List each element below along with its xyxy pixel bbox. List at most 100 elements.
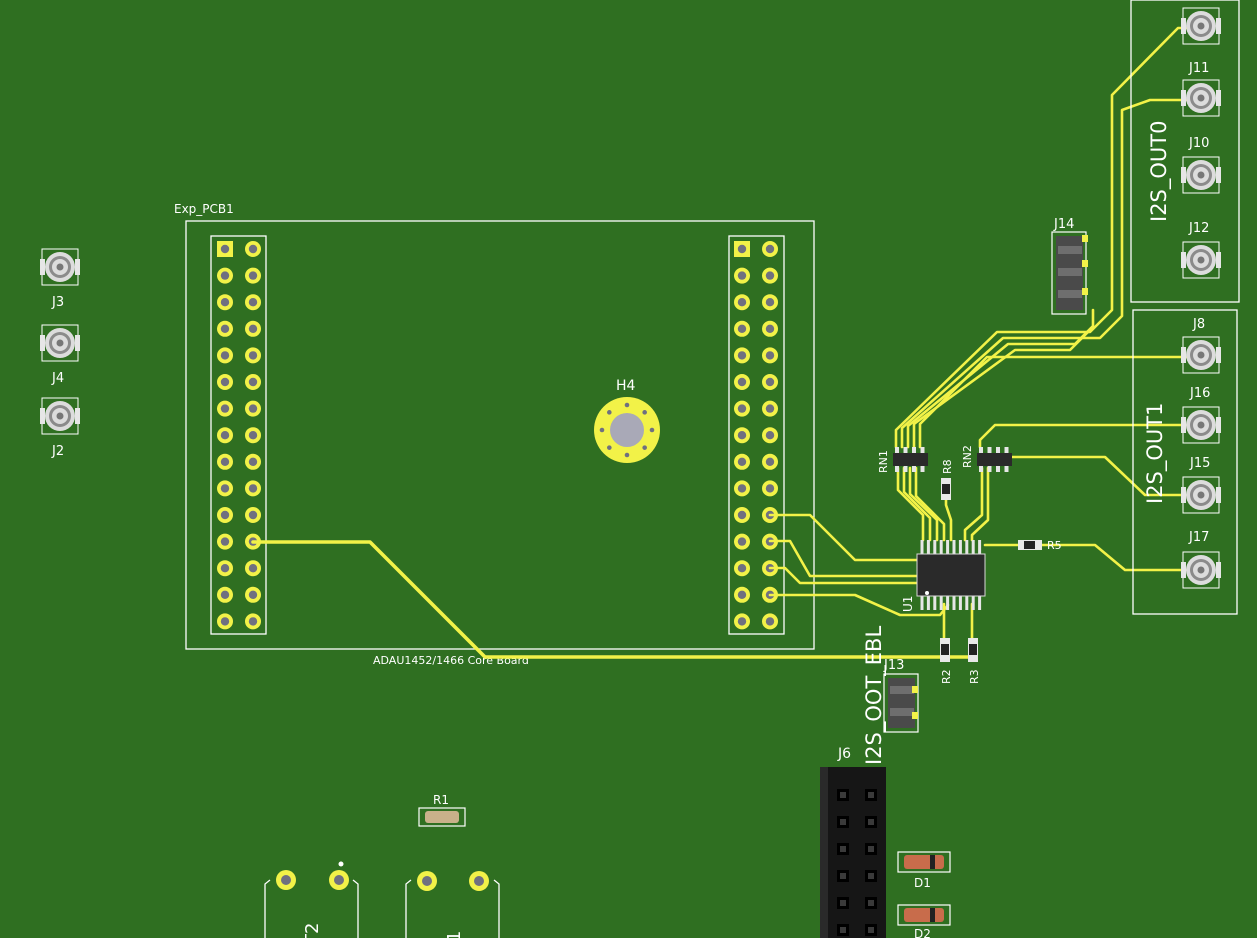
d2-label: D2 [914, 927, 931, 938]
header-pin[interactable] [245, 480, 261, 497]
header-pin[interactable] [217, 613, 233, 630]
header-pin[interactable] [734, 586, 750, 603]
header-pin[interactable] [734, 374, 750, 390]
r1-label: R1 [433, 793, 449, 807]
header-pin[interactable] [734, 560, 750, 577]
header-pin[interactable] [217, 507, 233, 523]
j16-label: J16 [1189, 386, 1210, 401]
footprint-1-partial[interactable]: 1 [405, 871, 500, 938]
header-pin[interactable] [762, 427, 778, 444]
header-pin[interactable] [762, 400, 778, 417]
rf-connector[interactable] [1181, 156, 1221, 194]
header-pin[interactable] [217, 586, 233, 603]
r5-label: R5 [1047, 539, 1062, 552]
left-pin-header[interactable] [217, 241, 261, 630]
header-pin[interactable] [762, 320, 778, 337]
header-pin[interactable] [245, 453, 261, 470]
rf-connector[interactable] [1181, 336, 1221, 374]
header-j14[interactable]: J14 [1051, 217, 1088, 315]
header-pin[interactable] [734, 347, 750, 364]
rf-connectors[interactable] [40, 7, 1221, 589]
header-pin[interactable] [217, 374, 233, 390]
header-pin[interactable] [734, 427, 750, 444]
header-pin[interactable] [245, 241, 261, 257]
resistor-network-rn1[interactable]: RN1 [877, 447, 928, 473]
header-pin[interactable] [734, 267, 750, 284]
header-pin[interactable] [762, 267, 778, 284]
j4-label: J4 [51, 371, 64, 386]
j15-label: J15 [1189, 456, 1210, 471]
header-pin[interactable] [734, 613, 750, 630]
resistor-r5[interactable]: R5 [1018, 539, 1062, 552]
header-pin[interactable] [217, 480, 233, 497]
rf-connector[interactable] [40, 248, 80, 286]
header-pin[interactable] [245, 400, 261, 417]
header-pin[interactable] [245, 613, 261, 630]
ic-u1[interactable]: U1 [901, 540, 986, 612]
header-pin[interactable] [762, 294, 778, 311]
diode-d2[interactable]: D2 [897, 904, 951, 938]
j3-label: J3 [51, 295, 64, 310]
header-pin[interactable] [734, 453, 750, 470]
header-pin[interactable] [762, 453, 778, 470]
header-pin[interactable] [217, 453, 233, 470]
resistor-r3[interactable]: R3 [968, 638, 981, 684]
header-pin[interactable] [217, 533, 233, 550]
rf-connector[interactable] [40, 397, 80, 435]
header-pin[interactable] [762, 241, 778, 257]
footprint-1-label: 1 [444, 931, 465, 938]
header-pin[interactable] [734, 507, 750, 523]
rf-connector[interactable] [40, 324, 80, 362]
header-pin[interactable] [217, 320, 233, 337]
resistor-r8[interactable]: R8 [941, 459, 954, 500]
header-pin[interactable] [734, 400, 750, 417]
header-j6[interactable]: J6 [820, 746, 886, 938]
rf-connector[interactable] [1181, 551, 1221, 589]
header-pin[interactable] [245, 427, 261, 444]
header-pin[interactable] [217, 347, 233, 364]
header-pin[interactable] [734, 320, 750, 337]
header-pin[interactable] [762, 374, 778, 390]
header-pin[interactable] [762, 613, 778, 630]
header-pin[interactable] [245, 294, 261, 311]
i2s-oot-ebl-label: I2S_OOT_EBL [862, 626, 887, 765]
header-pin[interactable] [245, 560, 261, 577]
header-pin[interactable] [734, 533, 750, 550]
resistor-r2[interactable]: R2 [940, 638, 953, 684]
header-pin[interactable] [245, 586, 261, 603]
header-j13[interactable]: J13 [883, 658, 919, 733]
header-pin[interactable] [217, 294, 233, 311]
header-pin[interactable] [245, 374, 261, 390]
t2-label: T2 [302, 923, 323, 938]
header-pin[interactable] [734, 241, 750, 257]
rf-connector[interactable] [1181, 7, 1221, 45]
header-pin[interactable] [217, 267, 233, 284]
header-pin[interactable] [762, 347, 778, 364]
resistor-r1[interactable]: R1 [418, 793, 466, 827]
header-pin[interactable] [762, 480, 778, 497]
header-pin[interactable] [245, 347, 261, 364]
rf-connector[interactable] [1181, 241, 1221, 279]
r2-label: R2 [940, 669, 953, 684]
header-pin[interactable] [217, 241, 233, 257]
rf-connector[interactable] [1181, 79, 1221, 117]
diode-d1[interactable]: D1 [897, 851, 951, 890]
rf-connector[interactable] [1181, 476, 1221, 514]
resistor-network-rn2[interactable]: RN2 [961, 445, 1012, 472]
header-pin[interactable] [734, 480, 750, 497]
header-pin[interactable] [245, 320, 261, 337]
header-pin[interactable] [245, 507, 261, 523]
header-pin[interactable] [217, 427, 233, 444]
header-pin[interactable] [217, 400, 233, 417]
i2s-out0-label: I2S_OUT0 [1147, 121, 1172, 222]
i2s-out1-group[interactable]: I2S_OUT1 [1132, 309, 1238, 615]
rf-connector[interactable] [1181, 406, 1221, 444]
header-pin[interactable] [217, 560, 233, 577]
footprint-t2-partial[interactable]: T2 [264, 861, 359, 938]
header-pin[interactable] [734, 294, 750, 311]
mount-hole-h4[interactable]: H4 [594, 378, 660, 463]
i2s-out0-group[interactable]: I2S_OUT0 [1130, 0, 1240, 303]
j13-label: J13 [883, 658, 904, 673]
header-pin[interactable] [245, 267, 261, 284]
